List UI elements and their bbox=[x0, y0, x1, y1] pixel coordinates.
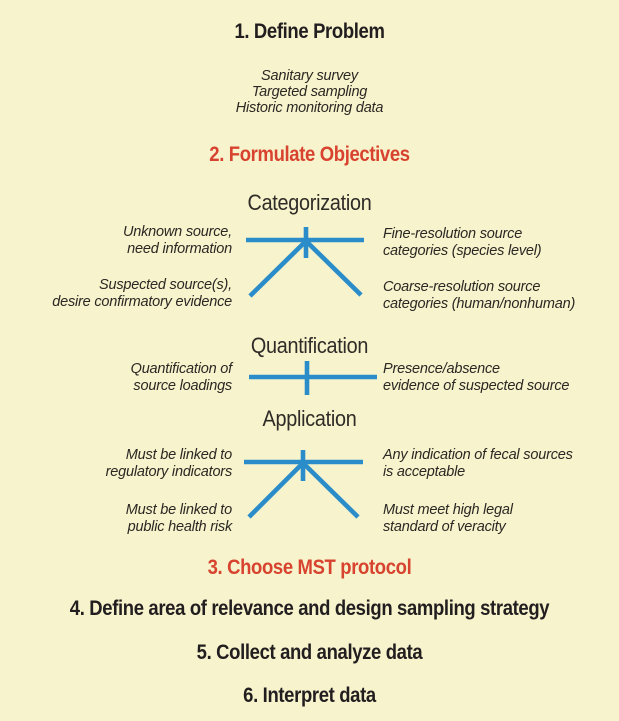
label-regulatory-indicators: Must be linked to regulatory indicators bbox=[105, 447, 233, 480]
problem-methods-list: Sanitary survey Targeted sampling Histor… bbox=[0, 68, 619, 116]
method-item: Historic monitoring data bbox=[235, 100, 384, 116]
axis-right-branch bbox=[303, 238, 363, 297]
label-any-indication: Any indication of fecal sources is accep… bbox=[383, 447, 573, 480]
label-coarse-resolution: Coarse-resolution source categories (hum… bbox=[383, 279, 576, 312]
axis-left-branch bbox=[248, 238, 309, 298]
label-legal-veracity: Must meet high legal standard of veracit… bbox=[383, 502, 513, 535]
axis-left-branch bbox=[247, 460, 306, 519]
objective-title-application: Application bbox=[262, 406, 357, 431]
quantification-axis-shape bbox=[249, 361, 377, 395]
label-presence-absence: Presence/absence evidence of suspected s… bbox=[383, 361, 570, 394]
label-suspected-source: Suspected source(s), desire confirmatory… bbox=[52, 277, 232, 310]
step-6-heading: 6. Interpret data bbox=[243, 684, 376, 707]
step-3-heading: 3. Choose MST protocol bbox=[207, 556, 412, 579]
step-1-heading: 1. Define Problem bbox=[234, 20, 385, 43]
axis-right-branch bbox=[300, 460, 360, 519]
label-quantification-loadings: Quantification of source loadings bbox=[130, 361, 233, 394]
objective-title-quantification: Quantification bbox=[250, 333, 369, 358]
method-item: Targeted sampling bbox=[251, 84, 368, 100]
label-fine-resolution: Fine-resolution source categories (speci… bbox=[383, 226, 542, 259]
method-item: Sanitary survey bbox=[261, 68, 358, 84]
categorization-axis-shape bbox=[246, 227, 364, 298]
label-public-health-risk: Must be linked to public health risk bbox=[125, 502, 232, 535]
step-2-heading: 2. Formulate Objectives bbox=[209, 143, 410, 166]
step-5-heading: 5. Collect and analyze data bbox=[196, 641, 423, 664]
step-4-heading: 4. Define area of relevance and design s… bbox=[69, 597, 550, 620]
objective-title-categorization: Categorization bbox=[247, 190, 372, 215]
application-axis-shape bbox=[244, 450, 363, 519]
label-unknown-source: Unknown source, need information bbox=[122, 224, 232, 257]
